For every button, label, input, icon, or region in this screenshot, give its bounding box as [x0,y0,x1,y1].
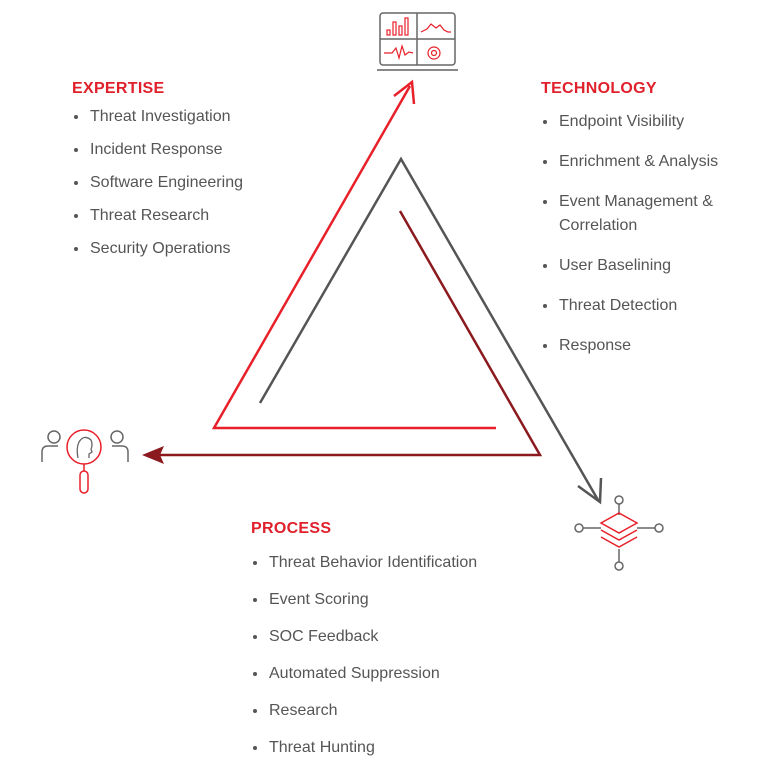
process-heading: PROCESS [251,520,332,537]
list-item: Threat Research [72,205,243,226]
list-item: User Baselining [541,254,759,278]
process-section: PROCESS Threat Behavior Identification E… [251,520,477,774]
list-item: Security Operations [72,238,243,259]
list-item: Endpoint Visibility [541,110,759,134]
expertise-list: Threat Investigation Incident Response S… [72,106,243,259]
list-item: SOC Feedback [251,626,477,647]
list-item: Software Engineering [72,172,243,193]
list-item: Threat Hunting [251,737,477,758]
list-item: Event Management & Correlation [541,190,759,238]
expertise-section: EXPERTISE Threat Investigation Incident … [72,80,243,271]
list-item: Event Scoring [251,589,477,610]
technology-heading: TECHNOLOGY [541,80,657,97]
expertise-arrow [211,79,496,430]
monitoring-dashboard-icon [377,12,458,71]
technology-list: Endpoint Visibility Enrichment & Analysi… [541,110,759,358]
technology-arrow [258,156,603,505]
list-item: Threat Investigation [72,106,243,127]
expertise-heading: EXPERTISE [72,80,165,97]
list-item: Automated Suppression [251,663,477,684]
list-item: Threat Detection [541,294,759,318]
list-item: Enrichment & Analysis [541,150,759,174]
list-item: Response [541,334,759,358]
layered-network-icon [574,495,664,571]
list-item: Research [251,700,477,721]
people-magnifier-icon [41,429,129,494]
process-arrow [142,210,543,464]
list-item: Incident Response [72,139,243,160]
list-item: Threat Behavior Identification [251,552,477,573]
technology-section: TECHNOLOGY Endpoint Visibility Enrichmen… [541,80,759,374]
process-list: Threat Behavior Identification Event Sco… [251,552,477,758]
